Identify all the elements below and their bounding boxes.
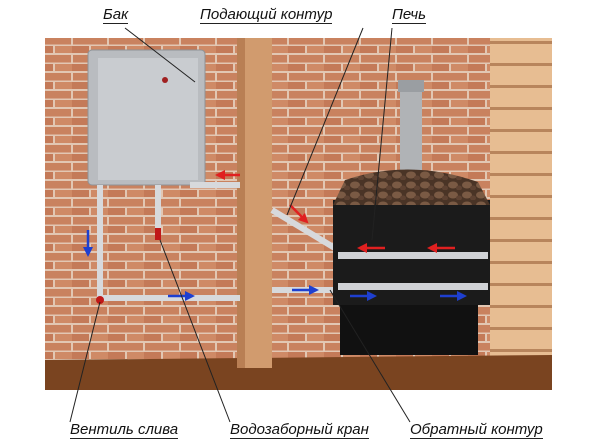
label-drain-valve: Вентиль слива [70,421,179,439]
log-wall [490,38,552,356]
label-tank: Бак [103,6,129,24]
leader-lines [69,27,411,423]
label-stove: Печь [392,6,427,24]
floor [45,355,552,390]
water-tap [155,228,161,240]
drain-valve [96,296,104,304]
stones [333,169,490,205]
chimney [400,85,422,190]
hot-arrow [289,204,309,224]
label-water-tap: Водозаборный кран [230,421,369,439]
label-supply-circuit: Подающий контур [200,6,333,24]
stove-base [340,300,478,355]
label-return-circuit: Обратный контур [410,421,543,439]
